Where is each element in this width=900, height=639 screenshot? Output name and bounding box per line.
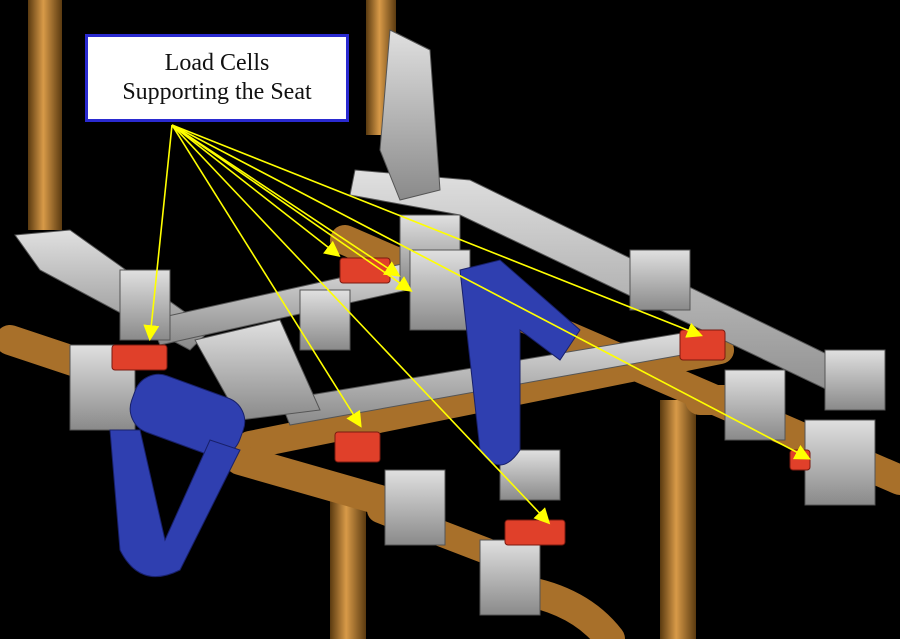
load-cell-1: [111, 344, 168, 371]
callout-line-1: Load Cells: [164, 50, 270, 76]
load-cell-3: [679, 329, 726, 361]
callout-line-2: Supporting the Seat: [122, 79, 312, 105]
seat-brackets: [109, 259, 581, 578]
load-cells-callout: Load Cells Supporting the Seat: [85, 34, 349, 122]
load-cell-4: [334, 431, 381, 463]
callout-arrows: [143, 124, 811, 525]
load-cell-5: [504, 519, 566, 546]
load-cells: [111, 257, 811, 546]
